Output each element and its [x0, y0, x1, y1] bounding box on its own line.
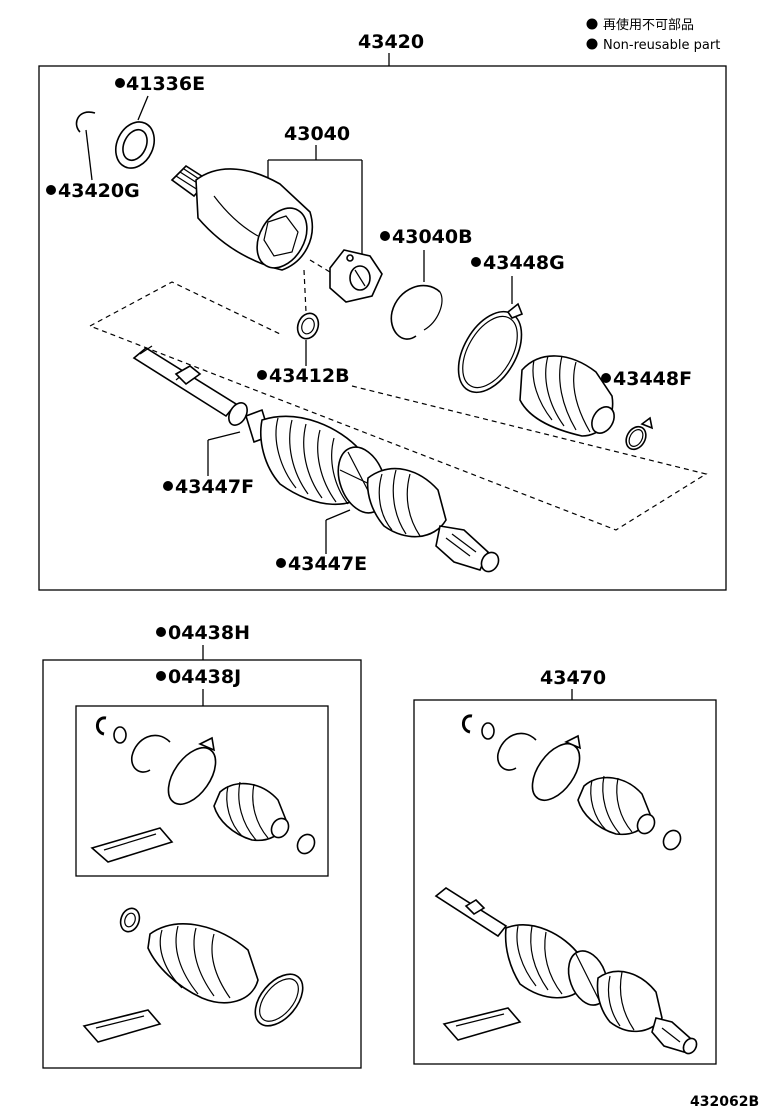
drive-shaft-part[interactable] [132, 345, 502, 575]
dash-frame-upper-left [89, 281, 281, 335]
callout-43040b[interactable]: 43040B [392, 226, 473, 248]
callout-dot-43447e [276, 558, 286, 568]
callout-dot-41336e [115, 78, 125, 88]
dash-housing-to-nut [303, 269, 307, 313]
assembly-43470-frame [413, 699, 717, 1065]
top-assembly-number[interactable]: 43420 [358, 31, 424, 53]
callout-dot-43420g [46, 185, 56, 195]
legend-dot-ja [586, 18, 598, 30]
legend-ja-text: 再使用不可部品 [603, 17, 694, 33]
leader-41336e [137, 95, 149, 121]
top-assembly-frame [38, 65, 727, 591]
callout-43420g[interactable]: 43420G [58, 180, 140, 202]
kit-j-label[interactable]: 04438J [168, 666, 241, 688]
legend-en-text: Non-reusable part [603, 38, 720, 53]
callout-43040[interactable]: 43040 [284, 123, 350, 145]
dash-joint-to-race [309, 259, 331, 273]
legend-dot-en [586, 38, 598, 50]
outer-joint-housing-part[interactable] [170, 164, 317, 277]
callout-43448g[interactable]: 43448G [483, 252, 565, 274]
kit-h-contents[interactable] [82, 906, 312, 1043]
dash-frame-outline [89, 325, 708, 531]
assembly-43470-contents[interactable] [434, 714, 699, 1056]
callout-43447f[interactable]: 43447F [175, 476, 254, 498]
leader-43420g [85, 129, 93, 181]
callout-dot-43448g [471, 257, 481, 267]
leader-43447e-diag [325, 509, 351, 521]
assembly-43470-label[interactable]: 43470 [540, 667, 606, 689]
callout-dot-43447f [163, 481, 173, 491]
snap-ring-large-part[interactable] [390, 284, 443, 340]
kit-j-frame [75, 705, 329, 877]
callout-dot-04438h [156, 627, 166, 637]
boot-clamp-large-part[interactable] [445, 301, 534, 403]
inner-boot-part[interactable] [519, 355, 619, 437]
callout-dot-43448f [601, 373, 611, 383]
kit-j-contents[interactable] [90, 716, 318, 863]
boot-clamp-small-part[interactable] [622, 416, 654, 453]
inner-race-part[interactable] [329, 249, 383, 303]
kit-h-label[interactable]: 04438H [168, 622, 250, 644]
callout-dot-04438j [156, 671, 166, 681]
nut-part[interactable] [294, 310, 322, 341]
callout-41336e[interactable]: 41336E [126, 73, 205, 95]
leader-43447f-horiz [207, 431, 241, 441]
legend: 再使用不可部品 Non-reusable part [586, 17, 720, 53]
callout-dot-43412b [257, 370, 267, 380]
kit-h-frame [42, 659, 362, 1069]
callout-43448f[interactable]: 43448F [613, 368, 692, 390]
callout-43447e[interactable]: 43447E [288, 553, 367, 575]
diagram-reference-number: 432062B [690, 1094, 759, 1110]
callout-dot-43040b [380, 231, 390, 241]
seal-ring-part[interactable] [109, 116, 162, 175]
callout-43412b[interactable]: 43412B [269, 365, 350, 387]
snap-ring-small-part[interactable] [75, 111, 96, 133]
